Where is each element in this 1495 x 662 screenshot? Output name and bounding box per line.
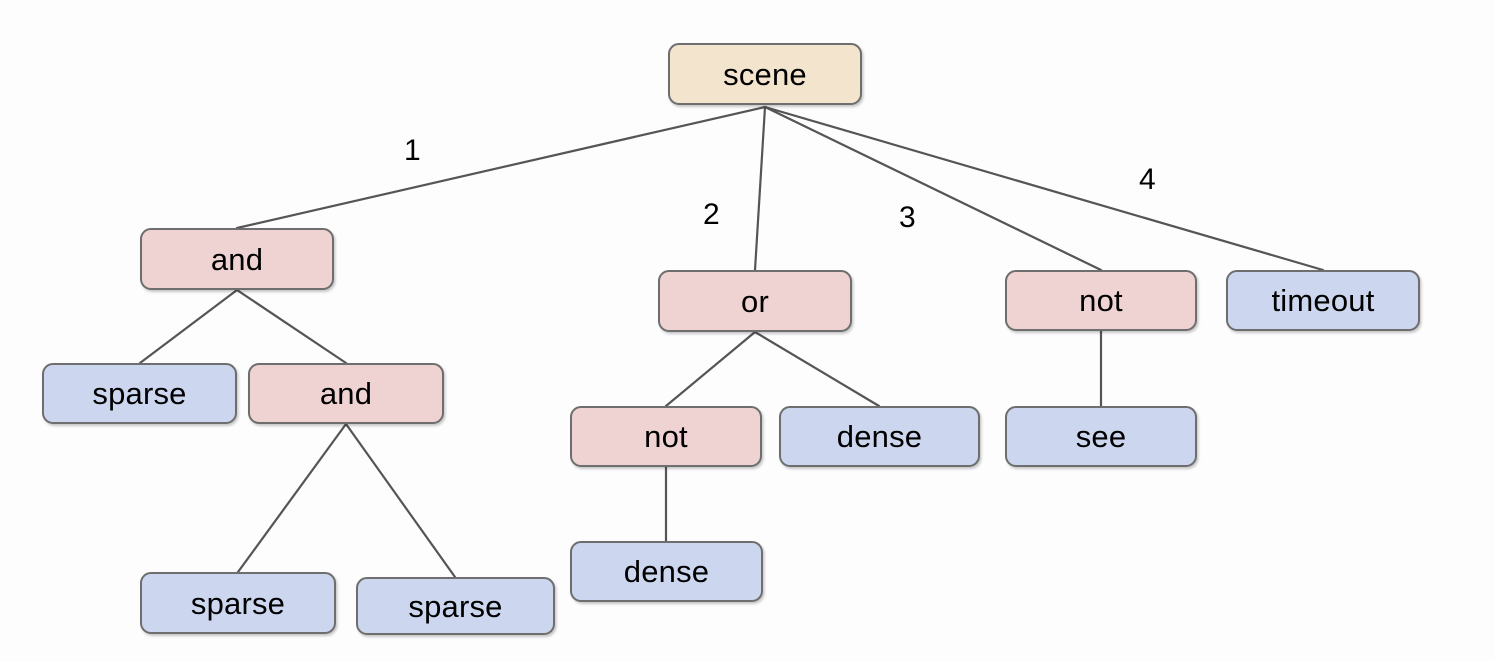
tree-node-sparse2[interactable]: sparse bbox=[140, 572, 336, 634]
tree-node-and2[interactable]: and bbox=[248, 363, 444, 424]
tree-node-dense2[interactable]: dense bbox=[570, 541, 763, 602]
tree-node-label: scene bbox=[723, 56, 807, 92]
tree-node-label: sparse bbox=[92, 376, 187, 411]
tree-edge-and1-to-sparse1 bbox=[138, 288, 239, 365]
tree-node-scene[interactable]: scene bbox=[668, 43, 862, 105]
tree-edge-and1-to-and2 bbox=[235, 288, 348, 365]
tree-edge-scene-to-not1 bbox=[763, 105, 1103, 272]
tree-edge-scene-to-or1 bbox=[753, 105, 767, 272]
tree-node-label: not bbox=[644, 419, 688, 454]
tree-node-label: see bbox=[1075, 419, 1127, 454]
tree-node-timeout1[interactable]: timeout bbox=[1226, 270, 1420, 331]
tree-node-label: not bbox=[1079, 283, 1123, 318]
edge-label-3: 3 bbox=[899, 201, 916, 234]
tree-node-and1[interactable]: and bbox=[140, 228, 334, 290]
edge-label-4: 4 bbox=[1139, 163, 1156, 196]
tree-edge-and2-to-sparse3 bbox=[344, 422, 457, 579]
tree-node-label: dense bbox=[836, 419, 923, 454]
tree-node-not2[interactable]: not bbox=[570, 406, 762, 467]
tree-node-sparse3[interactable]: sparse bbox=[356, 577, 555, 635]
tree-node-dense1[interactable]: dense bbox=[779, 406, 980, 467]
tree-edge-and2-to-sparse2 bbox=[236, 422, 348, 574]
tree-node-label: and bbox=[210, 241, 264, 277]
tree-edge-scene-to-timeout1 bbox=[763, 105, 1325, 272]
tree-edge-or1-to-dense1 bbox=[753, 330, 881, 408]
edge-label-1: 1 bbox=[404, 134, 421, 167]
tree-node-label: sparse bbox=[408, 588, 503, 624]
tree-node-see1[interactable]: see bbox=[1005, 406, 1197, 467]
tree-node-label: or bbox=[741, 283, 769, 319]
tree-node-label: sparse bbox=[190, 585, 286, 621]
tree-node-not1[interactable]: not bbox=[1005, 270, 1197, 331]
tree-node-label: dense bbox=[623, 554, 710, 589]
tree-node-label: and bbox=[319, 376, 373, 411]
tree-node-label: timeout bbox=[1271, 283, 1375, 318]
tree-node-or1[interactable]: or bbox=[658, 270, 852, 332]
tree-edge-scene-to-and1 bbox=[235, 105, 767, 230]
tree-edge-or1-to-not2 bbox=[664, 330, 757, 408]
tree-node-sparse1[interactable]: sparse bbox=[42, 363, 237, 424]
edge-label-2: 2 bbox=[703, 198, 720, 231]
